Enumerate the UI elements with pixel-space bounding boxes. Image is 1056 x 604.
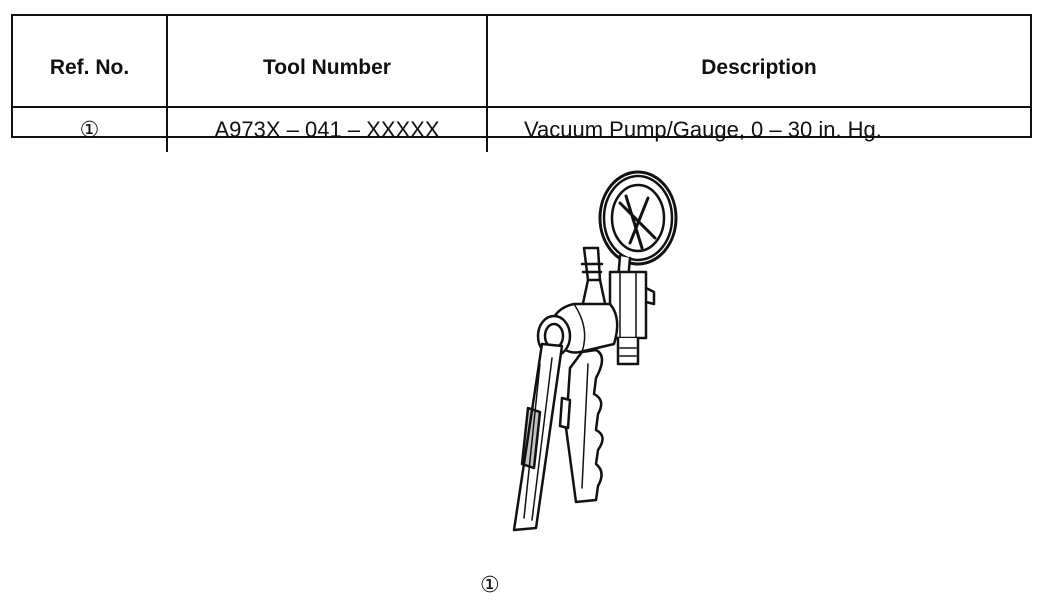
figure-callout: ① xyxy=(480,572,500,597)
cell-ref-no: ① xyxy=(13,107,168,152)
pump-grip xyxy=(564,348,604,504)
hose-fitting xyxy=(580,246,608,310)
header-tool-number: Tool Number xyxy=(167,16,488,108)
table-row: ① A973X – 041 – XXXXX Vacuum Pump/Gauge,… xyxy=(13,107,1030,152)
tool-table-grid: Ref. No. Tool Number Description ① A973X… xyxy=(13,16,1030,152)
tool-table: Ref. No. Tool Number Description ① A973X… xyxy=(11,14,1032,152)
header-description: Description xyxy=(487,16,1030,108)
cell-tool-number: A973X – 041 – XXXXX xyxy=(167,107,488,152)
cell-description: Vacuum Pump/Gauge, 0 – 30 in. Hg. xyxy=(524,117,882,142)
valve-block xyxy=(608,270,656,366)
pump-barrel xyxy=(536,302,619,358)
gauge-dial xyxy=(598,170,678,266)
table-header-row: Ref. No. Tool Number Description xyxy=(13,16,1030,108)
header-ref-no: Ref. No. xyxy=(13,16,168,108)
vacuum-pump-illustration xyxy=(512,170,678,532)
pump-lever xyxy=(512,342,572,532)
